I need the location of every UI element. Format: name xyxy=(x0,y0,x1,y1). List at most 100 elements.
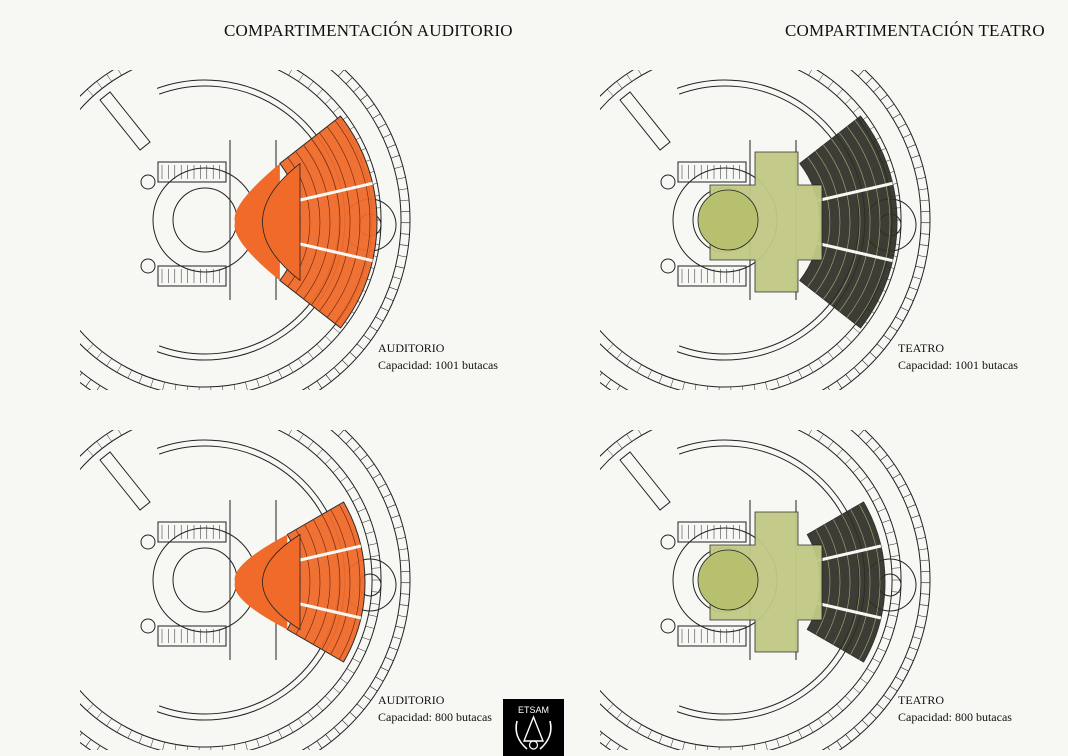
stair-tick xyxy=(396,177,406,180)
stair-tick xyxy=(866,486,875,492)
stair-tick xyxy=(607,703,614,711)
corridor-arc xyxy=(80,70,382,390)
stair-tick xyxy=(357,508,366,513)
stair-tick xyxy=(892,473,901,479)
stair-tick xyxy=(616,441,623,449)
corridor-arc xyxy=(80,430,402,750)
header-compartimentacion-auditorio: COMPARTIMENTACIÓN AUDITORIO xyxy=(224,21,513,40)
entry-ramp xyxy=(619,91,671,151)
seat-row xyxy=(815,529,831,635)
stair-tick xyxy=(396,537,406,540)
stair-tick xyxy=(337,70,345,77)
stair-tick xyxy=(836,380,843,389)
stair-tick xyxy=(845,374,852,382)
service-block xyxy=(677,161,747,183)
stair-tick xyxy=(400,593,410,595)
stair-tick xyxy=(307,81,314,89)
stair-tick xyxy=(87,89,94,97)
stair-tick xyxy=(852,466,860,473)
stair-tick xyxy=(96,711,103,719)
stair-tick xyxy=(387,144,396,149)
stair-tick xyxy=(885,531,895,535)
seat-row xyxy=(334,120,371,324)
stair-tick xyxy=(395,625,405,629)
stair-tick xyxy=(742,746,744,750)
stair-tick xyxy=(885,625,895,629)
seat-row xyxy=(850,509,871,655)
stair-tick xyxy=(844,335,852,343)
stair-tick xyxy=(360,94,368,101)
stair-tick xyxy=(616,351,623,359)
stair-tick xyxy=(339,476,348,483)
stair-tick xyxy=(162,741,165,750)
stair-tick xyxy=(398,188,408,191)
stair-tick xyxy=(895,676,904,682)
stair-tick xyxy=(186,386,188,390)
stair-tick xyxy=(357,647,366,652)
stair-tick xyxy=(836,449,843,457)
stair-tick xyxy=(765,381,768,390)
corridor-arc xyxy=(600,430,902,750)
stair-tick xyxy=(787,734,792,744)
stair-tick xyxy=(186,746,188,750)
stair-tick xyxy=(808,364,814,373)
stair-tick xyxy=(682,741,685,750)
stair-tick xyxy=(886,463,895,470)
stair-tick xyxy=(365,531,375,535)
stair-tick xyxy=(920,233,930,235)
stair-tick xyxy=(398,548,408,551)
stair-tick xyxy=(96,441,103,449)
etsam-logo-icon: ETSAM xyxy=(503,699,564,756)
stair-tick xyxy=(377,123,387,129)
stair-tick xyxy=(324,457,332,465)
stair-tick xyxy=(808,70,812,76)
stair-tick xyxy=(616,745,621,750)
caption-capacity: Capacidad: 800 butacas xyxy=(898,710,1012,724)
stair-tick xyxy=(316,449,323,457)
stair-tick xyxy=(400,199,410,202)
stair-tick xyxy=(914,165,923,169)
stair-tick xyxy=(910,515,920,519)
stair-tick xyxy=(85,379,92,387)
stair-tick xyxy=(316,380,323,389)
stair-tick xyxy=(600,372,603,376)
stair-tick xyxy=(844,695,852,703)
stair-core xyxy=(660,174,676,190)
stair-tick xyxy=(369,685,378,692)
stair-tick xyxy=(859,677,868,684)
stair-tick xyxy=(873,445,881,453)
stair-tick xyxy=(116,364,122,373)
service-block xyxy=(157,265,227,287)
service-block xyxy=(677,265,747,287)
stair-tick xyxy=(857,430,865,437)
stair-tick xyxy=(341,359,349,367)
stair-tick xyxy=(616,711,623,719)
stair-tick xyxy=(222,386,224,390)
stair-tick xyxy=(876,343,885,350)
stair-tick xyxy=(900,666,909,672)
stair-tick xyxy=(288,364,294,373)
stair-tick xyxy=(341,719,349,727)
stair-tick xyxy=(694,744,697,750)
stair-tick xyxy=(880,94,888,101)
stair-tick xyxy=(915,625,925,629)
stair-tick xyxy=(818,433,824,442)
stair-tick xyxy=(865,77,873,85)
aisle xyxy=(297,601,362,620)
stair-tick xyxy=(876,703,885,710)
stair-core xyxy=(140,534,156,550)
stair-tick xyxy=(808,430,812,436)
stair-tick xyxy=(87,449,94,457)
stair-tick xyxy=(852,106,860,113)
stair-tick xyxy=(96,351,103,359)
stair-tick xyxy=(905,296,914,302)
stair-tick xyxy=(905,656,914,662)
stair-tick xyxy=(371,591,381,593)
stair-tick xyxy=(600,732,603,736)
stair-tick xyxy=(881,519,891,524)
stair-tick xyxy=(307,351,314,359)
caption-capacity: Capacidad: 800 butacas xyxy=(378,710,492,724)
stair-tick xyxy=(389,286,398,291)
stair-tick xyxy=(395,265,405,269)
stair-tick xyxy=(753,744,756,750)
